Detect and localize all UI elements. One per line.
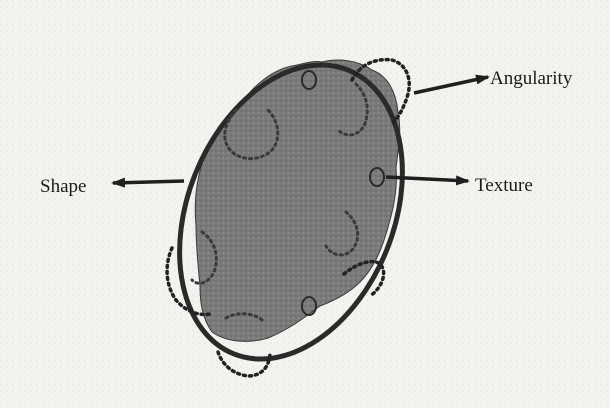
shape-label: Shape [40,176,86,197]
angularity-label: Angularity [490,68,573,89]
shape-arrow [113,181,184,183]
texture-label: Texture [475,175,533,196]
